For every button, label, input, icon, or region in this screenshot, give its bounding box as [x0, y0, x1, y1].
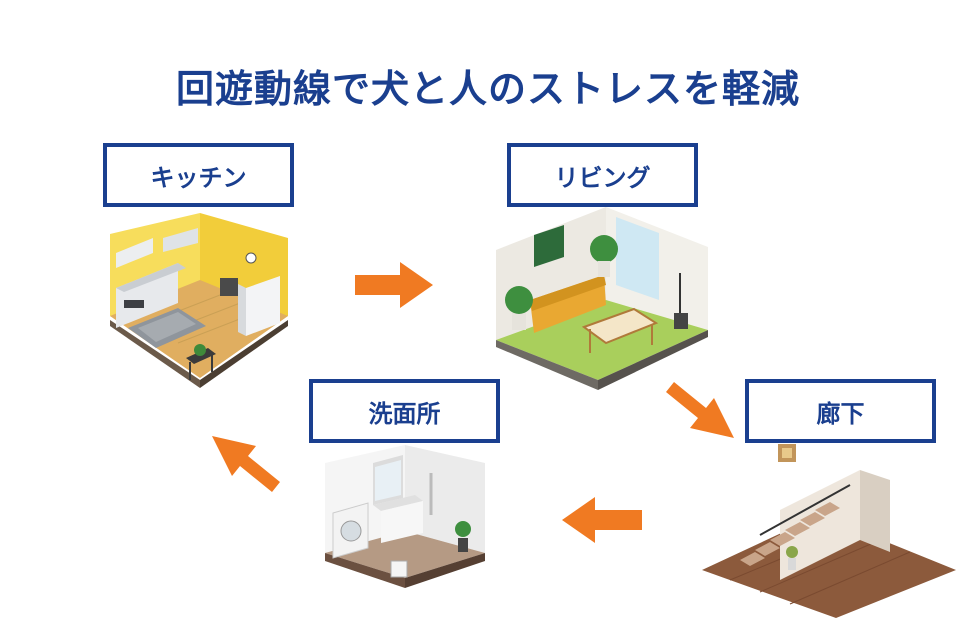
arrow-kitchen-to-living	[355, 262, 433, 308]
hallway-illustration	[702, 444, 956, 618]
arrow-hallway-to-washroom	[562, 497, 642, 543]
page-title: 回遊動線で犬と人のストレスを軽減	[175, 67, 800, 111]
label-living: リビング	[507, 143, 698, 207]
label-kitchen: キッチン	[103, 143, 294, 207]
kitchen-illustration	[110, 213, 288, 388]
living-illustration	[496, 207, 708, 390]
label-washroom: 洗面所	[309, 379, 500, 443]
arrow-washroom-to-kitchen	[212, 436, 280, 492]
label-hallway: 廊下	[745, 379, 936, 443]
arrow-living-to-hallway	[666, 382, 734, 438]
washroom-illustration	[325, 445, 485, 588]
